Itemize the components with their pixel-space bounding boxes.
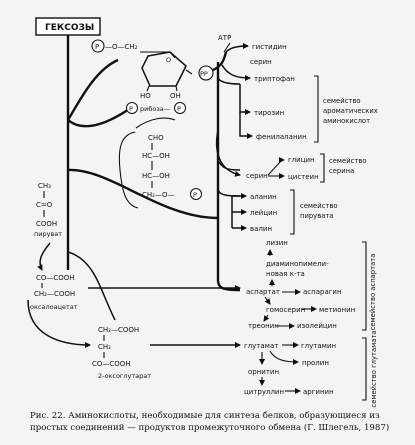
- bracket-pyruvate: [290, 189, 295, 235]
- aa-histidine: гистидин: [252, 43, 287, 51]
- aa-cysteine: цистеин: [288, 173, 319, 181]
- svg-text:P: P: [193, 191, 197, 199]
- oaa-name: оксалоацетат: [30, 303, 78, 311]
- fam-pyruvate-1: семейство: [300, 202, 338, 210]
- pyruvate-ch3: CH₃: [38, 182, 51, 190]
- caption-line2: простых соединений — продуктов промежуто…: [30, 422, 389, 433]
- bracket-aspartate: [362, 241, 367, 331]
- aa-homoserine: гомосерин: [266, 306, 305, 314]
- aa-serine: серин: [246, 172, 268, 180]
- bracket-serine: [320, 153, 325, 183]
- pyruvate-to-trunk: [67, 168, 219, 220]
- aa-glutamate: глутамат: [244, 342, 278, 350]
- oaa-line2: CH₂—COOH: [34, 290, 75, 298]
- aa-serine-top: серин: [250, 58, 272, 66]
- bracket-glutamate: [362, 337, 367, 401]
- pp-label: PP: [200, 70, 208, 78]
- aa-lysine: лизин: [266, 239, 288, 247]
- ribose-ring: [141, 51, 187, 87]
- triose-ch2o: CH₂—O—: [142, 191, 174, 199]
- hexoses-to-ribose: [66, 58, 119, 121]
- aa-dap-2: новая к-та: [266, 270, 305, 278]
- akg-line1: CH₂—COOH: [98, 326, 139, 334]
- aa-isoleucine: изолейцин: [297, 322, 337, 330]
- svg-text:P: P: [177, 105, 181, 113]
- aa-asparagine: аспарагин: [303, 288, 342, 296]
- aa-arginine: аргинин: [303, 388, 334, 396]
- triose-bracket: [118, 131, 139, 209]
- pyruvate-name: пируват: [34, 230, 62, 238]
- pp-circle: [198, 65, 214, 81]
- pyruvate-cooh: COOH: [36, 220, 57, 228]
- svg-text:P: P: [129, 105, 133, 113]
- aa-glycine: глицин: [288, 156, 315, 164]
- phosphate-circle: [91, 39, 105, 53]
- triose-hcoh2: HC—OH: [142, 172, 170, 180]
- aa-ornithine: орнитин: [248, 368, 279, 376]
- aa-methionine: метионин: [319, 306, 355, 314]
- pyruvate-co: C=O: [36, 201, 53, 209]
- aa-valine: валин: [250, 225, 272, 233]
- aa-leucine: лейцин: [250, 209, 277, 217]
- fam-aromatic-3: аминокислот: [323, 117, 370, 125]
- ribose5p-phosphate: [174, 102, 186, 114]
- akg-line3: CO—COOH: [92, 360, 131, 368]
- aa-citrulline: цитруллин: [244, 388, 284, 396]
- ribose-oh: OH: [170, 92, 181, 100]
- aa-dap-1: диаминопимели-: [266, 260, 329, 268]
- aa-tyrosine: тирозин: [254, 109, 284, 117]
- bracket-aromatic: [314, 75, 319, 143]
- fam-serine-2: серина: [329, 167, 354, 175]
- ribose5p-label: рибоза—: [140, 105, 171, 113]
- ribose-ring-o: O: [166, 56, 171, 64]
- fam-aromatic-1: семейство: [323, 97, 361, 105]
- main-trunk: [216, 62, 241, 292]
- aa-aspartate: аспартат: [246, 288, 280, 296]
- aa-threonine: треонин: [248, 322, 279, 330]
- aa-proline: пролин: [302, 359, 329, 367]
- ribose-ho: HO: [140, 92, 151, 100]
- fam-serine-1: семейство: [329, 157, 367, 165]
- aa-phenylalanine: фенилаланин: [256, 133, 307, 141]
- atp-label: АТР: [218, 34, 231, 42]
- ribose-o-ch2: —O—CH₂: [105, 43, 138, 51]
- triose-phosphate: [190, 188, 202, 200]
- fam-glutamate: семейство глутамата: [370, 330, 378, 407]
- aa-alanine: аланин: [250, 193, 277, 201]
- oaa-line1: CO—COOH: [36, 274, 75, 282]
- aa-glutamine: глутамин: [301, 342, 336, 350]
- phosphate-label: P: [95, 43, 99, 51]
- akg-line2: CH₂: [98, 343, 111, 351]
- fam-aromatic-2: ароматических: [323, 107, 378, 115]
- fam-aspartate: семейство аспартата: [369, 254, 377, 331]
- triose-hcoh1: HC—OH: [142, 152, 170, 160]
- akg-name: 2-оксоглутарат: [98, 372, 151, 380]
- hexoses-label: ГЕКСОЗЫ: [45, 23, 94, 33]
- triose-cho: CHO: [148, 134, 164, 142]
- caption-line1: Рис. 22. Аминокислоты, необходимые для с…: [30, 410, 380, 421]
- fam-pyruvate-2: пирувата: [300, 212, 334, 220]
- aa-tryptophan: триптофан: [254, 75, 295, 83]
